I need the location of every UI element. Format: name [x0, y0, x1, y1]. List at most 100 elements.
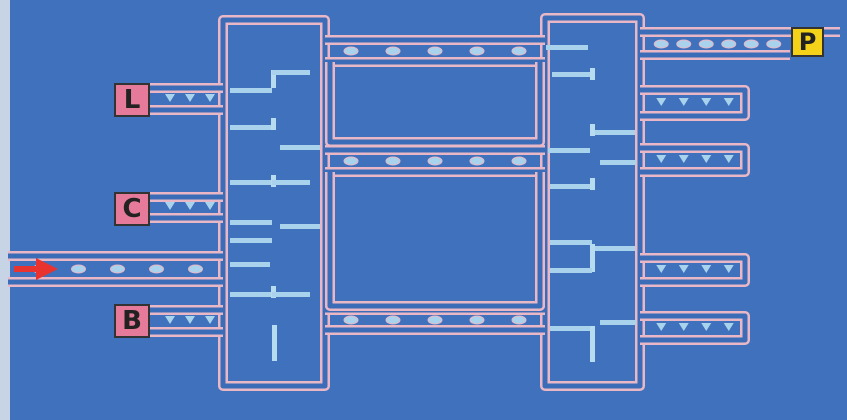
- label-l: L: [114, 83, 150, 117]
- h-element: [280, 224, 320, 229]
- outlet-p-bead: [653, 39, 669, 49]
- v-element: [272, 325, 277, 361]
- branch-l-wedge: [165, 94, 175, 102]
- bottom-channel-bead: [511, 315, 527, 325]
- branch-b-wedge: [205, 316, 215, 324]
- left-manifold-core: [220, 17, 328, 389]
- h-element: [272, 180, 310, 185]
- right-loop-4-wedge: [656, 323, 667, 331]
- middle-channel-bead: [469, 156, 485, 166]
- right-loop-2-wedge: [656, 155, 667, 163]
- h-element: [230, 238, 272, 243]
- right-loop-3-wedge: [701, 265, 712, 273]
- right-loop-2-wedge: [701, 155, 712, 163]
- branch-b-wedge: [165, 316, 175, 324]
- h-element: [550, 268, 592, 273]
- h-element: [600, 160, 636, 165]
- right-loop-2-core: [640, 145, 748, 175]
- v-element: [590, 124, 595, 136]
- inlet-bead: [188, 264, 203, 274]
- top-channel-bead: [385, 46, 401, 56]
- h-element: [550, 240, 592, 245]
- middle-channel-bead: [427, 156, 443, 166]
- top-channel-bead: [427, 46, 443, 56]
- h-element: [272, 292, 310, 297]
- branch-c-wedge: [185, 202, 195, 210]
- top-channel-bead: [343, 46, 359, 56]
- label-b: B: [114, 304, 150, 338]
- middle-channel-bead: [385, 156, 401, 166]
- v-element: [590, 68, 595, 80]
- transfer-elements: [230, 45, 636, 362]
- h-element: [230, 180, 272, 185]
- outlet-p-bead: [721, 39, 737, 49]
- v-element: [271, 118, 276, 130]
- right-loop-1-wedge: [701, 98, 712, 106]
- arrow-right-icon: [36, 258, 58, 280]
- right-loop-1-core: [640, 87, 748, 119]
- right-loop-2-wedge: [678, 155, 689, 163]
- input-arrow: [14, 258, 58, 280]
- h-element: [280, 145, 320, 150]
- left-border-band: [0, 0, 10, 420]
- bottom-channel-bead: [343, 315, 359, 325]
- h-element: [272, 70, 310, 75]
- right-loop-2-wedge: [723, 155, 734, 163]
- right-loop-1-wedge: [723, 98, 734, 106]
- top-channel-bead: [469, 46, 485, 56]
- right-loop-3-core: [640, 255, 748, 285]
- bottom-channel-bead: [469, 315, 485, 325]
- right-loop-1-wedge: [678, 98, 689, 106]
- branch-c-wedge: [165, 202, 175, 210]
- arrow-right-icon-shaft: [14, 266, 38, 272]
- inlet-bead: [149, 264, 164, 274]
- h-element: [230, 125, 272, 130]
- right-loop-4-wedge: [701, 323, 712, 331]
- branch-l-wedge: [205, 94, 215, 102]
- branch-l-wedge: [185, 94, 195, 102]
- right-loop-3-wedge: [678, 265, 689, 273]
- right-loop-4-wedge: [678, 323, 689, 331]
- right-loop-1-wedge: [656, 98, 667, 106]
- branch-c-wedge: [205, 202, 215, 210]
- v-element: [590, 326, 595, 362]
- upper-chamber-core: [327, 62, 543, 145]
- inlet-bead: [71, 264, 86, 274]
- v-element: [271, 70, 276, 88]
- h-element: [595, 130, 635, 135]
- right-loop-3-wedge: [656, 265, 667, 273]
- duct-network: [8, 13, 840, 391]
- h-element: [550, 184, 590, 189]
- h-element: [230, 292, 272, 297]
- h-element: [230, 220, 272, 225]
- inlet-bead: [110, 264, 125, 274]
- right-loop-4-wedge: [723, 323, 734, 331]
- top-channel-bead: [511, 46, 527, 56]
- h-element: [230, 262, 270, 267]
- outlet-p-bead: [698, 39, 714, 49]
- h-element: [600, 320, 636, 325]
- outlet-p-bead: [766, 39, 782, 49]
- lower-chamber-core: [327, 172, 543, 309]
- h-element: [595, 246, 635, 251]
- v-element: [590, 178, 595, 190]
- h-element: [552, 72, 590, 77]
- h-element: [550, 326, 592, 331]
- h-element: [230, 88, 272, 93]
- bottom-channel-bead: [427, 315, 443, 325]
- outlet-p-bead: [676, 39, 692, 49]
- branch-b-wedge: [185, 316, 195, 324]
- label-p: P: [791, 27, 824, 57]
- label-c: C: [114, 192, 150, 226]
- middle-channel-bead: [343, 156, 359, 166]
- right-loop-4-core: [640, 313, 748, 343]
- middle-channel-bead: [511, 156, 527, 166]
- bottom-channel-bead: [385, 315, 401, 325]
- outlet-p-bead: [743, 39, 759, 49]
- v-element: [590, 244, 595, 272]
- h-element: [548, 148, 590, 153]
- right-loop-3-wedge: [723, 265, 734, 273]
- h-element: [546, 45, 588, 50]
